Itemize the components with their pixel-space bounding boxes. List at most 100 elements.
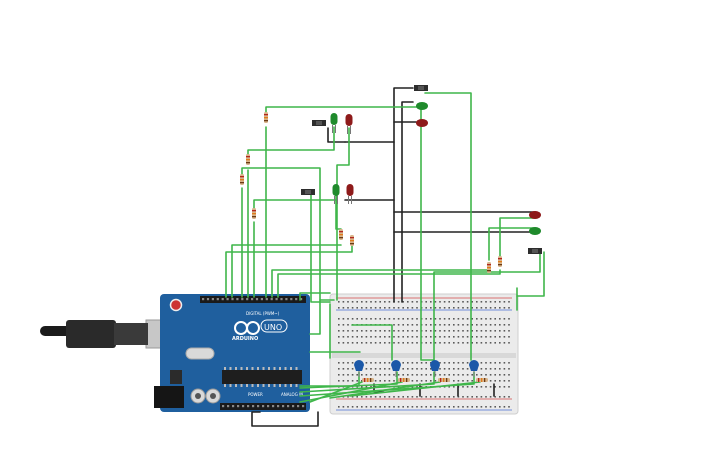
rail-hole bbox=[379, 406, 381, 408]
reset-button[interactable] bbox=[169, 298, 183, 312]
hole bbox=[494, 386, 496, 388]
hole bbox=[338, 368, 340, 370]
rail-hole bbox=[489, 307, 492, 309]
hole bbox=[416, 380, 418, 382]
pushbutton-3 bbox=[301, 189, 315, 195]
hole bbox=[402, 368, 404, 370]
hole bbox=[402, 342, 404, 344]
rail-hole bbox=[489, 396, 492, 398]
hole bbox=[420, 386, 423, 388]
digital-pin bbox=[280, 298, 283, 301]
green-wire bbox=[231, 244, 342, 298]
resistor-1-band bbox=[264, 114, 268, 116]
hole bbox=[365, 336, 368, 338]
hole bbox=[489, 318, 492, 320]
hole bbox=[462, 336, 464, 338]
black-wire bbox=[401, 101, 414, 303]
voltage-regulator bbox=[170, 370, 182, 384]
hole bbox=[480, 336, 483, 338]
hole bbox=[499, 380, 501, 382]
rail-hole bbox=[384, 396, 386, 398]
resistor-5-band bbox=[339, 231, 343, 233]
arduino-logo bbox=[234, 321, 260, 335]
hole bbox=[388, 336, 391, 338]
hole bbox=[489, 380, 492, 382]
hole bbox=[503, 330, 506, 332]
chip-pin bbox=[246, 367, 248, 370]
hole bbox=[457, 374, 460, 376]
bottom-pin bbox=[277, 405, 280, 408]
hole bbox=[388, 318, 391, 320]
rail-hole bbox=[416, 301, 418, 303]
rail-hole bbox=[342, 406, 345, 408]
resistor-7 bbox=[487, 262, 491, 273]
capacitor-2-top bbox=[210, 393, 216, 399]
arduino-uno[interactable]: DIGITAL (PWM~) ARDUINO UNO POWER ANALOG … bbox=[40, 294, 310, 412]
rail-hole bbox=[471, 301, 473, 303]
rail-hole bbox=[476, 396, 478, 398]
rail-hole bbox=[434, 307, 437, 309]
hole bbox=[439, 368, 441, 370]
hole bbox=[466, 342, 469, 344]
hole bbox=[361, 342, 363, 344]
hole bbox=[388, 380, 391, 382]
hole bbox=[439, 362, 441, 364]
resistor-11-band bbox=[446, 378, 448, 382]
hole bbox=[407, 342, 409, 344]
rail-hole bbox=[466, 301, 469, 303]
rail-hole bbox=[402, 301, 404, 303]
hole bbox=[453, 386, 455, 388]
rail-hole bbox=[503, 406, 506, 408]
hole bbox=[384, 336, 386, 338]
led-green-2 bbox=[332, 184, 340, 204]
hole bbox=[402, 324, 404, 326]
bottom-pin bbox=[272, 405, 275, 408]
rail-hole bbox=[489, 301, 492, 303]
hole bbox=[494, 330, 496, 332]
rail-hole bbox=[407, 301, 409, 303]
hole bbox=[365, 342, 368, 344]
hole bbox=[453, 380, 455, 382]
rail-hole bbox=[494, 301, 496, 303]
digital-pin bbox=[202, 298, 205, 301]
hole bbox=[384, 368, 386, 370]
led-green-1-body bbox=[330, 113, 338, 125]
rail-hole bbox=[485, 307, 487, 309]
rail-hole bbox=[494, 307, 496, 309]
hole bbox=[476, 318, 478, 320]
rail-hole bbox=[443, 406, 446, 408]
bottom-pin bbox=[222, 405, 225, 408]
resistor-8 bbox=[498, 256, 502, 267]
hole bbox=[466, 324, 469, 326]
hole bbox=[503, 386, 506, 388]
green-wire bbox=[299, 381, 403, 403]
hole bbox=[397, 318, 400, 320]
hole bbox=[453, 324, 455, 326]
resistor-8-band bbox=[498, 264, 502, 266]
hole bbox=[379, 362, 381, 364]
hole bbox=[351, 330, 354, 332]
hole bbox=[462, 368, 464, 370]
resistor-11-band bbox=[443, 378, 445, 382]
rail-hole bbox=[384, 301, 386, 303]
chip-pin bbox=[257, 367, 259, 370]
rail-hole bbox=[480, 301, 483, 303]
hole bbox=[457, 342, 460, 344]
green-wire bbox=[424, 92, 472, 361]
resistor-7-band bbox=[487, 264, 491, 266]
digital-pin bbox=[211, 298, 214, 301]
hole bbox=[370, 386, 372, 388]
bottom-pin bbox=[297, 405, 300, 408]
hole bbox=[453, 362, 455, 364]
hole bbox=[466, 374, 469, 376]
hole bbox=[393, 324, 395, 326]
led-red-4 bbox=[529, 211, 541, 219]
rail-hole bbox=[402, 396, 404, 398]
chip-pin bbox=[284, 384, 287, 387]
hole bbox=[508, 342, 510, 344]
hole bbox=[411, 324, 414, 326]
potentiometer-2 bbox=[391, 360, 401, 377]
breadboard[interactable] bbox=[329, 293, 519, 415]
resistor-1-band bbox=[264, 120, 268, 122]
